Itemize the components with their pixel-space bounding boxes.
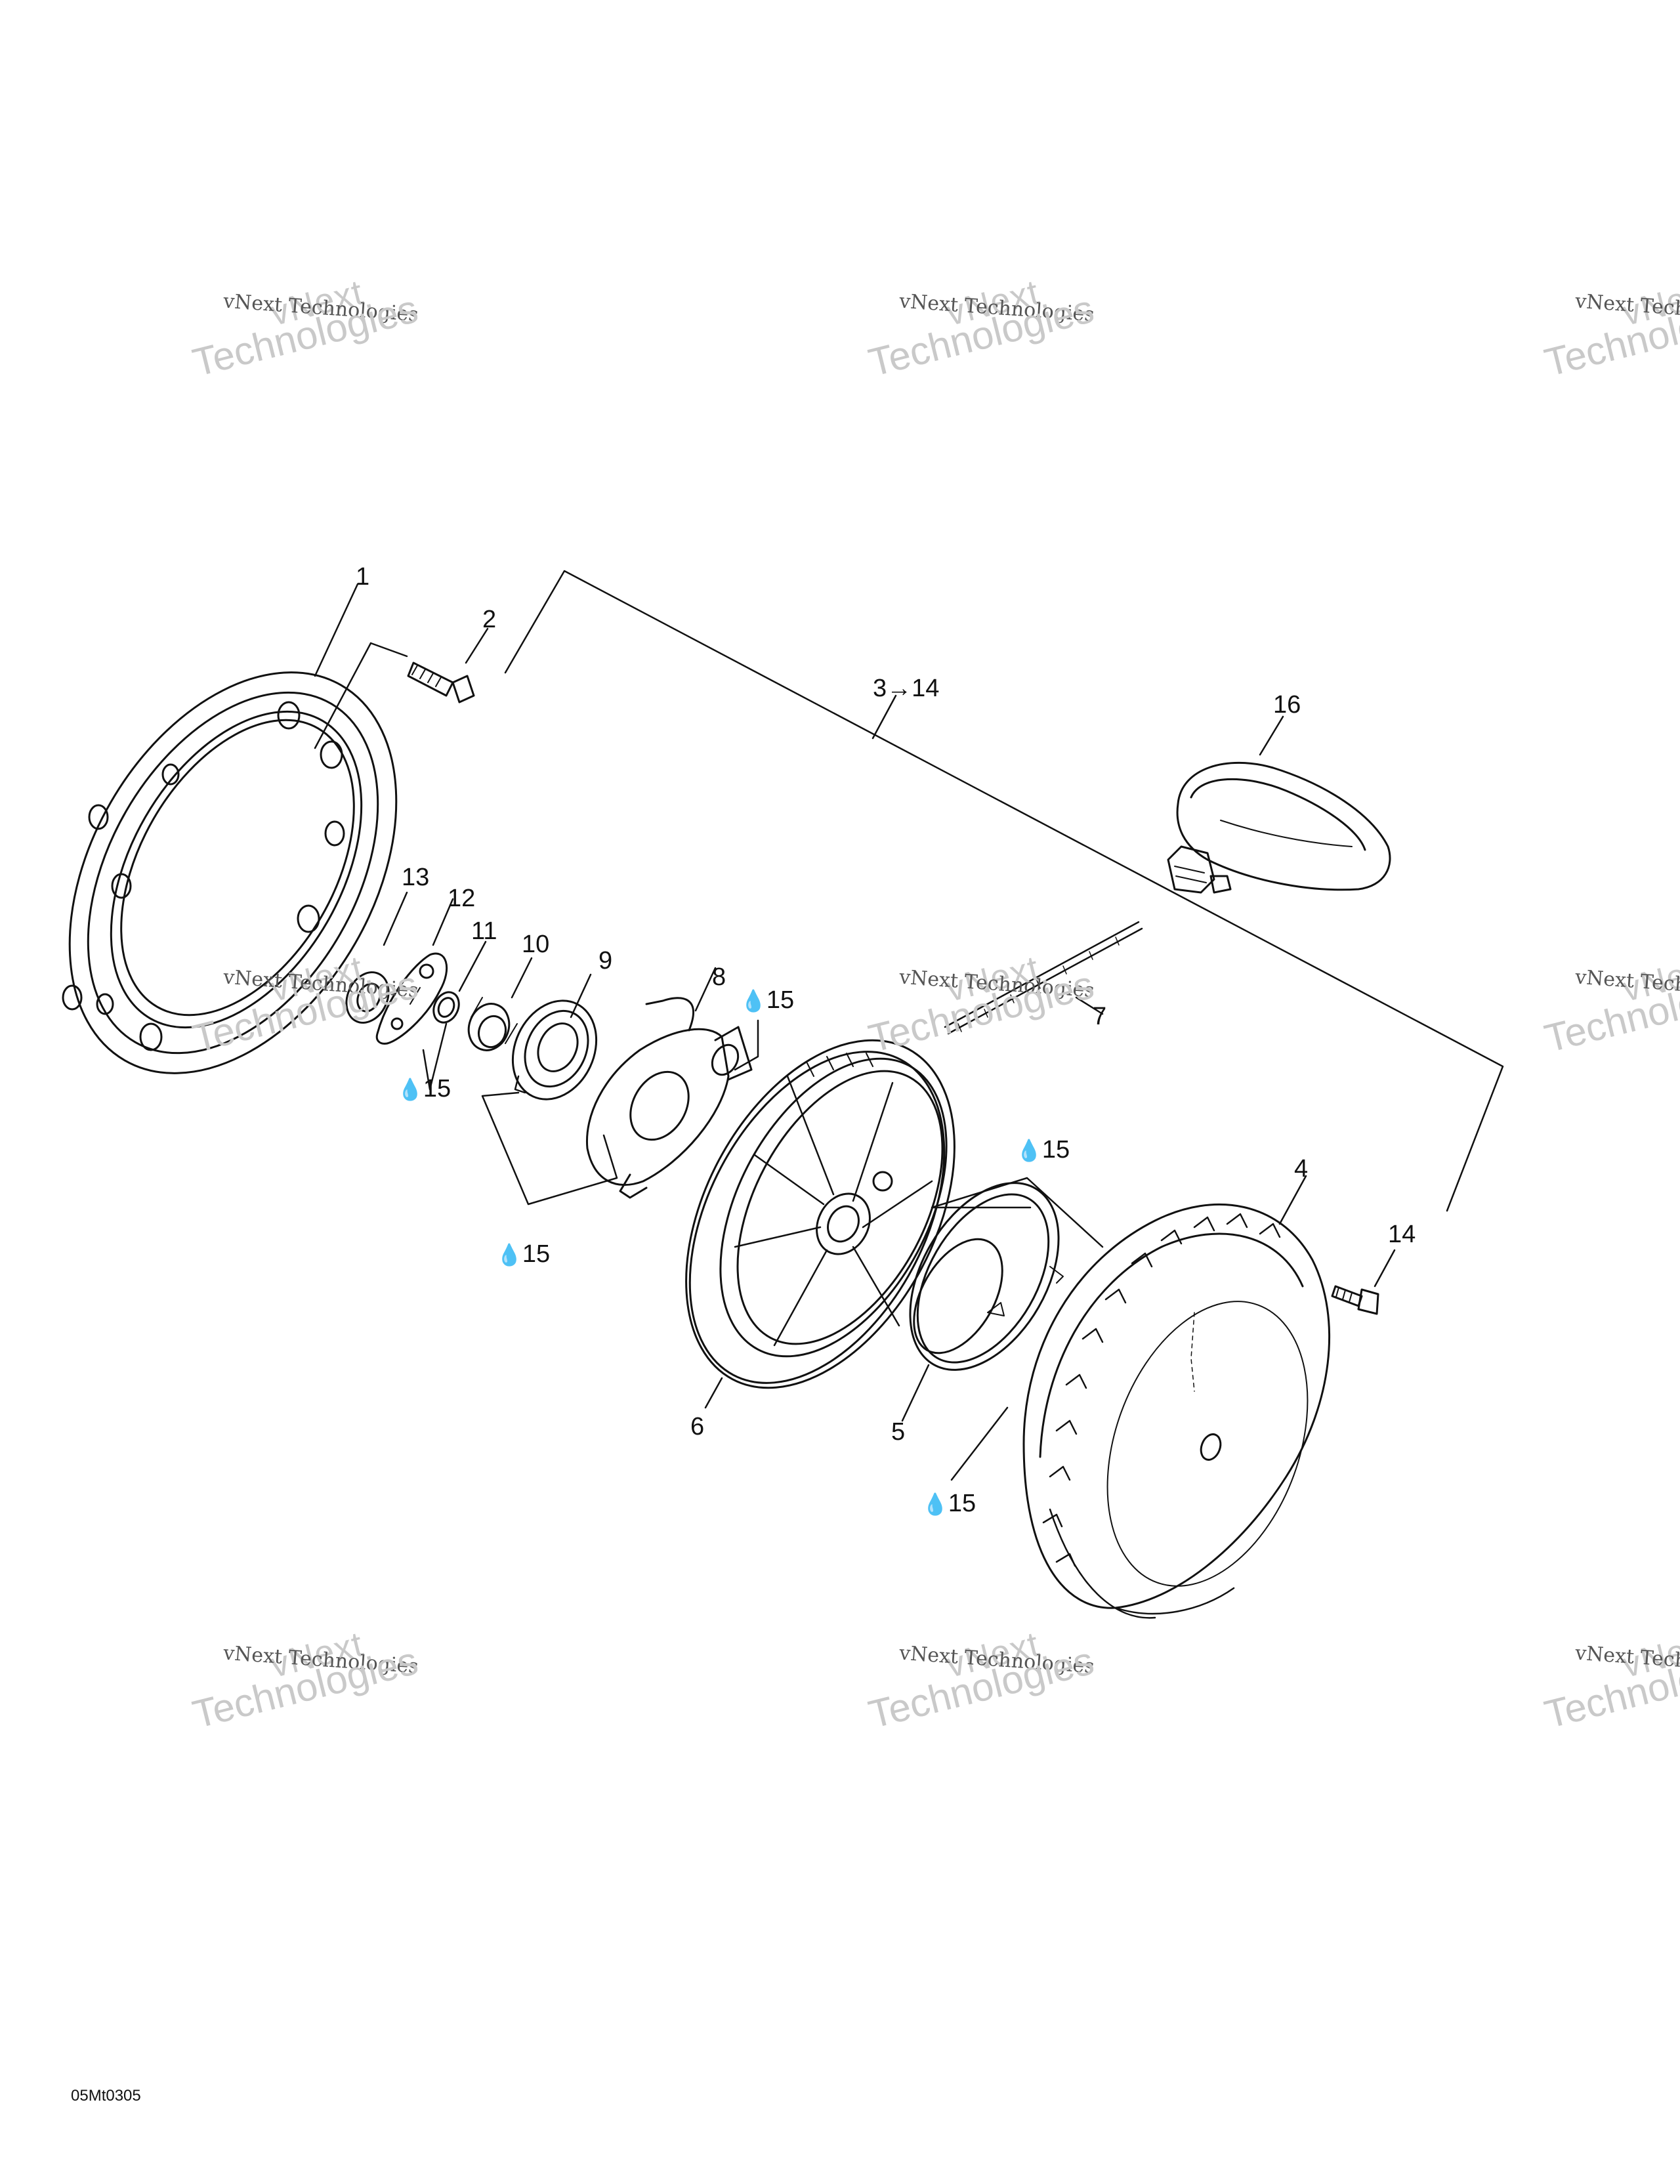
part-6-reel xyxy=(685,1039,956,1389)
part-14-screw xyxy=(1331,1285,1379,1315)
part-13-bushing xyxy=(345,971,390,1024)
lubricant-mark: 💧15 xyxy=(740,986,795,1014)
reference-code: 05Mt0305 xyxy=(71,2087,141,2105)
callout-7: 7 xyxy=(1093,1003,1107,1030)
callout-1: 1 xyxy=(356,563,370,591)
lubricant-mark: 💧15 xyxy=(1016,1136,1070,1164)
part-12-pawl xyxy=(375,952,448,1045)
oil-drop-icon: 💧 xyxy=(1016,1138,1042,1163)
callout-8: 8 xyxy=(712,963,726,991)
oil-drop-icon: 💧 xyxy=(740,988,766,1013)
part-5-recoil-spring xyxy=(909,1182,1064,1371)
callout-12: 12 xyxy=(448,885,476,912)
lubricant-mark: 💧15 xyxy=(496,1240,551,1268)
callout-2: 2 xyxy=(482,606,497,633)
lubricant-mark: 💧15 xyxy=(397,1075,452,1102)
oil-drop-icon: 💧 xyxy=(496,1242,522,1267)
callout-9: 9 xyxy=(598,947,613,975)
callout-4: 4 xyxy=(1294,1155,1309,1183)
part-7-rope xyxy=(944,921,1143,1035)
callout-13: 13 xyxy=(402,864,430,891)
callout-14: 14 xyxy=(1388,1221,1416,1248)
part-10-washer xyxy=(467,997,518,1051)
callout-16: 16 xyxy=(1273,691,1301,719)
lubricant-mark: 💧15 xyxy=(922,1490,976,1517)
callout-5: 5 xyxy=(891,1418,906,1446)
part-9-friction-spring xyxy=(511,999,598,1101)
part-16-handle xyxy=(1167,761,1391,894)
oil-drop-icon: 💧 xyxy=(922,1492,948,1517)
assembly-bracket-3-14 xyxy=(504,570,1504,1212)
part-1-housing xyxy=(62,671,398,1074)
part-8-pulley-hub xyxy=(585,997,753,1199)
callout-6: 6 xyxy=(690,1413,705,1440)
part-2-screw xyxy=(407,662,475,704)
callout-11: 11 xyxy=(471,917,497,945)
part-4-cover xyxy=(1022,1204,1331,1619)
oil-drop-icon: 💧 xyxy=(397,1077,423,1102)
part-11-spring xyxy=(432,991,460,1024)
callout-3-14: 3→14 xyxy=(873,675,940,702)
callout-10: 10 xyxy=(522,931,550,958)
